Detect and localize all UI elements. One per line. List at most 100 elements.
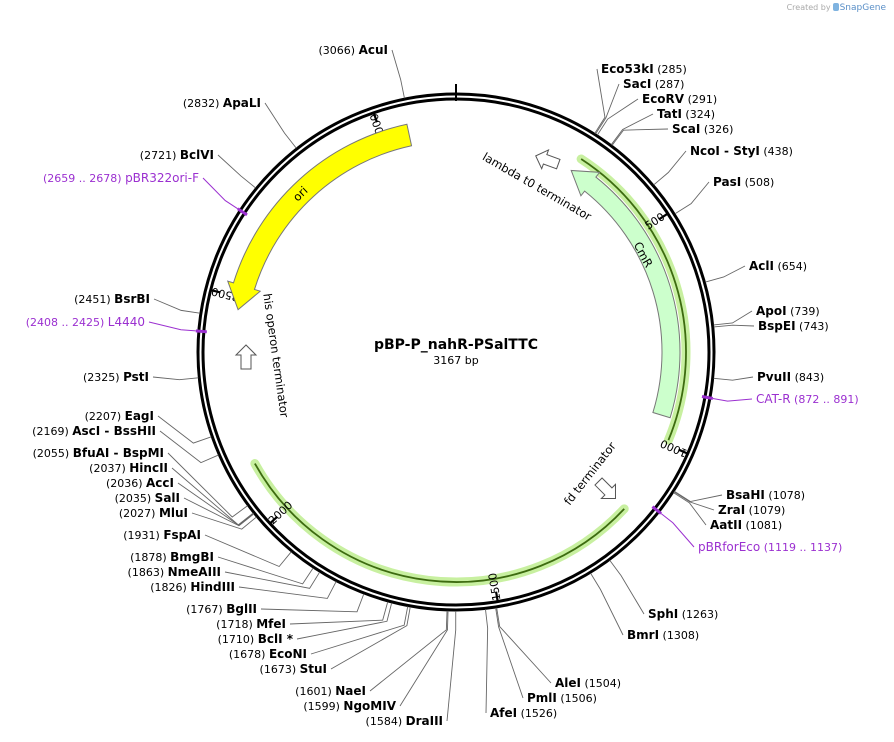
enzyme-acui: (3066) AcuI bbox=[319, 43, 389, 57]
ori-feature-arrow bbox=[226, 123, 413, 311]
enzyme-leader-line bbox=[673, 491, 715, 511]
primer-site-mark bbox=[195, 329, 207, 334]
enzyme-acci: (2036) AccI bbox=[106, 476, 174, 490]
enzyme-eagi: (2207) EagI bbox=[85, 409, 154, 423]
plasmid-center-label: pBP-P_nahR-PSalTTC 3167 bp bbox=[374, 337, 538, 367]
enzyme-fspai: (1931) FspAI bbox=[123, 528, 201, 542]
enzyme-eco53ki: Eco53kI (285) bbox=[601, 62, 687, 76]
enzyme-leader-line bbox=[157, 415, 212, 444]
enzyme-leader-line bbox=[594, 68, 606, 134]
enzyme-psti: (2325) PstI bbox=[83, 370, 149, 384]
enzyme-leader-line bbox=[204, 534, 292, 568]
enzyme-pasi: PasI (508) bbox=[713, 175, 774, 189]
enzyme-asci-bsshii: (2169) AscI - BssHII bbox=[32, 424, 156, 438]
enzyme-leader-line bbox=[674, 490, 723, 503]
enzyme-leader-line bbox=[264, 102, 297, 149]
enzyme-leader-line bbox=[238, 581, 337, 599]
enzyme-leader-line bbox=[496, 607, 552, 684]
enzyme-zrai: ZraI (1079) bbox=[718, 503, 785, 517]
enzyme-scai: ScaI (326) bbox=[672, 122, 733, 136]
enzyme-hindiii: (1826) HindIII bbox=[150, 580, 235, 594]
primer-pbrforeco: pBRforEco (1119 .. 1137) bbox=[698, 540, 842, 554]
primer-site-mark bbox=[236, 207, 248, 217]
enzyme-leader-line bbox=[391, 49, 405, 99]
enzyme-leader-line bbox=[330, 606, 411, 670]
enzyme-leader-line bbox=[296, 602, 393, 640]
fd-terminator-arrow bbox=[594, 477, 616, 499]
enzyme-draiii: (1584) DraIII bbox=[366, 714, 443, 728]
enzyme-leader-line bbox=[167, 452, 248, 518]
enzyme-acli: AclI (654) bbox=[749, 259, 807, 273]
enzyme-apoi: ApoI (739) bbox=[756, 304, 820, 318]
tick-label: 1500 bbox=[486, 572, 503, 602]
enzyme-bclvi: (2721) BclVI bbox=[140, 148, 214, 162]
enzyme-sali: (2035) SalI bbox=[115, 491, 180, 505]
enzyme-aatii: AatII (1081) bbox=[710, 518, 782, 532]
snapgene-credit: Created by SnapGene bbox=[787, 3, 886, 13]
enzyme-leader-line bbox=[159, 430, 219, 464]
enzyme-bfuai-bspmi: (2055) BfuAI - BspMI bbox=[33, 446, 164, 460]
primer-labels: (2659 .. 2678) pBR322ori-F(2408 .. 2425)… bbox=[26, 171, 859, 554]
enzyme-leader-line bbox=[224, 571, 321, 589]
enzyme-leader-line bbox=[713, 324, 755, 328]
enzyme-saci: SacI (287) bbox=[623, 77, 684, 91]
enzyme-leader-line bbox=[673, 492, 707, 526]
enzyme-leader-line bbox=[217, 154, 256, 189]
enzyme-leader-line bbox=[713, 376, 754, 381]
enzyme-leader-line bbox=[289, 601, 389, 625]
enzyme-nmeaiii: (1863) NmeAIII bbox=[128, 565, 221, 579]
credit-brand: SnapGene bbox=[839, 3, 886, 13]
enzyme-leader-line bbox=[399, 610, 449, 707]
enzyme-hincii: (2037) HincII bbox=[89, 461, 168, 475]
enzyme-leader-line bbox=[495, 607, 524, 699]
enzyme-leader-line bbox=[153, 298, 200, 314]
enzyme-naei: (1601) NaeI bbox=[295, 684, 366, 698]
cmr-feature-arrow bbox=[570, 169, 681, 419]
plasmid-name: pBP-P_nahR-PSalTTC bbox=[374, 337, 538, 353]
enzyme-leader-line bbox=[653, 150, 687, 186]
primer-site-mark bbox=[651, 505, 662, 515]
tick-mark bbox=[269, 515, 279, 525]
feature-highlights bbox=[250, 154, 691, 587]
enzyme-leader-line bbox=[446, 610, 457, 722]
enzyme-leader-line bbox=[191, 512, 257, 530]
tick-mark bbox=[210, 288, 221, 294]
enzyme-ncoi-styi: NcoI - StyI (438) bbox=[690, 144, 793, 158]
enzyme-leader-line bbox=[611, 128, 669, 146]
primer-leader-line bbox=[148, 321, 196, 332]
enzyme-leader-line bbox=[590, 573, 624, 636]
enzyme-leader-line bbox=[705, 265, 746, 283]
his-terminator-arrow bbox=[234, 344, 258, 370]
primer-leader-line bbox=[202, 177, 239, 210]
enzyme-apali: (2832) ApaLI bbox=[183, 96, 261, 110]
primer-pbr322ori-f: (2659 .. 2678) pBR322ori-F bbox=[43, 171, 199, 185]
tick-mark bbox=[494, 591, 499, 602]
enzyme-sphi: SphI (1263) bbox=[648, 607, 718, 621]
lambda-terminator-arrow bbox=[535, 148, 561, 171]
enzyme-leader-line bbox=[596, 98, 639, 136]
enzyme-leader-line bbox=[217, 556, 314, 585]
primer-cat-r: CAT-R (872 .. 891) bbox=[756, 392, 859, 406]
his-operon-terminator-label: his operon terminator bbox=[260, 293, 291, 419]
enzyme-bsahi: BsaHI (1078) bbox=[726, 488, 805, 502]
enzyme-bmri: BmrI (1308) bbox=[627, 628, 699, 642]
enzyme-leader-line bbox=[485, 609, 489, 714]
enzyme-leader-line bbox=[674, 181, 710, 215]
enzyme-leader-line bbox=[310, 606, 409, 655]
enzyme-pmli: PmlI (1506) bbox=[527, 691, 597, 705]
primer-leader-line bbox=[660, 513, 695, 548]
enzyme-bcli: (1710) BclI * bbox=[218, 632, 294, 646]
enzyme-econi: (1678) EcoNI bbox=[229, 647, 307, 661]
tick-label: 1000 bbox=[658, 437, 689, 460]
tick-mark bbox=[372, 112, 378, 123]
enzyme-leader-line bbox=[183, 497, 255, 527]
enzyme-bmgbi: (1878) BmgBI bbox=[130, 550, 214, 564]
enzyme-tati: TatI (324) bbox=[657, 107, 715, 121]
enzyme-mlui: (2027) MluI bbox=[119, 506, 188, 520]
enzyme-leaders bbox=[152, 49, 755, 722]
tick-mark bbox=[658, 212, 669, 220]
enzyme-leader-line bbox=[595, 83, 620, 135]
plasmid-length: 3167 bp bbox=[433, 354, 478, 367]
credit-prefix: Created by bbox=[786, 3, 831, 12]
